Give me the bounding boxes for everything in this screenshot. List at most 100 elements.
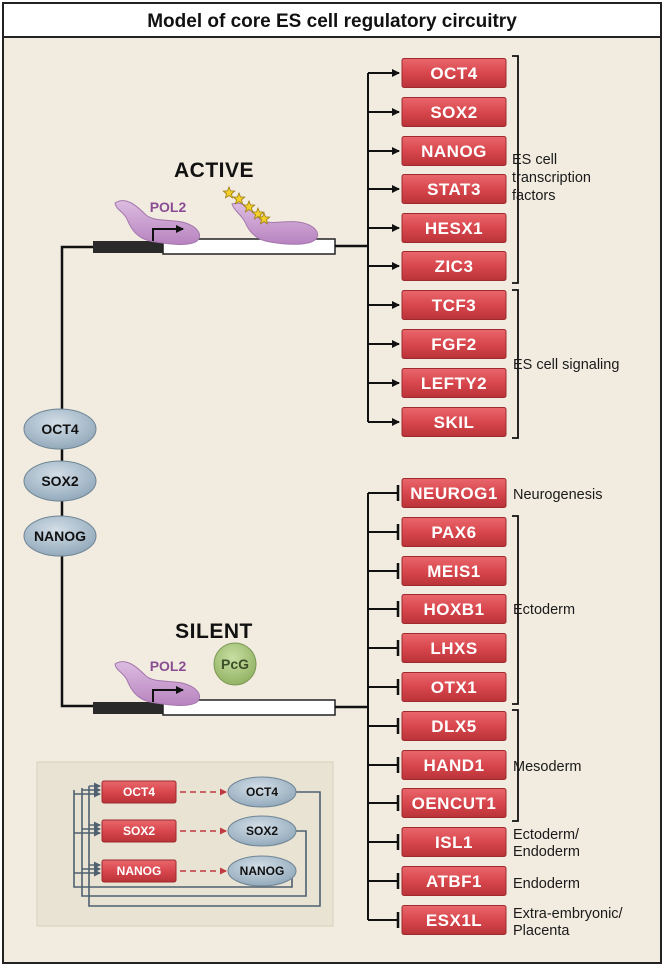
group-label-line: factors — [512, 188, 556, 204]
target-gene-stat3: STAT3 — [368, 174, 507, 204]
gene-box — [401, 329, 507, 359]
group-label-line: Ectoderm/ — [513, 827, 580, 843]
inset-gene-label: OCT4 — [123, 785, 155, 799]
phospho-star-icon — [222, 185, 236, 199]
factor-label: OCT4 — [41, 421, 79, 437]
target-gene-oct4: OCT4 — [368, 58, 507, 88]
gene-label: ESX1L — [426, 911, 482, 930]
gene-box — [401, 633, 507, 663]
gene-box — [401, 517, 507, 547]
gene-box — [401, 750, 507, 780]
group-label-line: Mesoderm — [513, 759, 582, 775]
target-gene-sox2: SOX2 — [368, 97, 507, 127]
silent-target-tree: NEUROG1PAX6MEIS1HOXB1LHXSOTX1DLX5HAND1OE… — [367, 478, 507, 935]
active-target-tree: OCT4SOX2NANOGSTAT3HESX1ZIC3TCF3FGF2LEFTY… — [367, 58, 507, 437]
silent-label: SILENT — [175, 620, 253, 643]
factor-label: NANOG — [34, 528, 86, 544]
target-gene-meis1: MEIS1 — [368, 556, 507, 586]
factor-oval — [23, 515, 97, 557]
gene-box — [401, 136, 507, 166]
silent-promoter-region — [93, 702, 163, 714]
active-pol2-shape — [114, 200, 200, 245]
pcg-label: PcG — [221, 656, 249, 672]
inset-gene-label: NANOG — [117, 864, 162, 878]
gene-box — [401, 251, 507, 281]
group-es-transcription-factors: ES cell transcription factors — [512, 152, 591, 204]
target-gene-zic3: ZIC3 — [368, 251, 507, 281]
target-gene-skil: SKIL — [368, 407, 507, 437]
inset-protein-oval — [227, 815, 297, 847]
group-label-line: Endoderm — [513, 876, 580, 892]
inset-gene-box — [101, 819, 177, 843]
group-label-line: ES cell — [512, 152, 557, 168]
gene-box — [401, 556, 507, 586]
gene-label: OENCUT1 — [412, 794, 497, 813]
feedback-wire — [88, 786, 321, 907]
factor-oval — [23, 460, 97, 502]
gene-box — [401, 174, 507, 204]
target-gene-hesx1: HESX1 — [368, 213, 507, 243]
phospho-star-icon — [251, 206, 265, 220]
target-gene-oencut1: OENCUT1 — [368, 788, 507, 818]
gene-label: HAND1 — [423, 756, 484, 775]
group-extra-embryonic: Extra-embryonic/Placenta — [513, 906, 624, 939]
gene-box — [401, 788, 507, 818]
group-label-line: transcription — [512, 170, 591, 186]
gene-label: LHXS — [430, 639, 477, 658]
gene-box — [401, 711, 507, 741]
gene-label: HOXB1 — [423, 600, 484, 619]
group-ectoderm-endoderm: Ectoderm/Endoderm — [513, 827, 580, 860]
bracket-ectoderm — [512, 515, 519, 705]
gene-box — [401, 213, 507, 243]
inset-row-oct4: OCT4 OCT4 — [101, 776, 297, 808]
target-gene-neurog1: NEUROG1 — [368, 478, 507, 508]
gene-label: TCF3 — [432, 296, 477, 315]
group-es-signaling: ES cell signaling — [513, 357, 619, 373]
gene-box — [401, 368, 507, 398]
inset-protein-label: OCT4 — [246, 785, 278, 799]
inset-protein-oval — [227, 855, 297, 887]
target-gene-dlx5: DLX5 — [368, 711, 507, 741]
silent-pol2-label: POL2 — [150, 658, 187, 674]
inset-protein-label: NANOG — [240, 864, 285, 878]
group-label-line: Placenta — [513, 923, 570, 939]
core-factor-3: NANOG — [23, 515, 97, 557]
gene-box — [401, 290, 507, 320]
group-label-line: Extra-embryonic/ — [513, 906, 624, 922]
core-factor-2: SOX2 — [23, 460, 97, 502]
gene-box — [401, 478, 507, 508]
silent-pol2-shape — [114, 661, 200, 706]
phospho-star-icon — [257, 211, 271, 225]
inset-gene-label: SOX2 — [123, 824, 155, 838]
phospho-star-icon — [242, 199, 256, 213]
gene-box — [401, 672, 507, 702]
group-mesoderm: Mesoderm — [513, 759, 582, 775]
active-promoter-region — [93, 241, 163, 253]
silent-tss-arrow — [152, 686, 184, 702]
bracket-es-transcription-factors — [512, 55, 519, 284]
target-gene-esx1l: ESX1L — [368, 905, 507, 935]
active-pol2-label: POL2 — [150, 199, 187, 215]
inset-row-nanog: NANOG NANOG — [101, 855, 297, 887]
target-gene-lhxs: LHXS — [368, 633, 507, 663]
phosphorylation-stars — [222, 185, 271, 225]
gene-label: PAX6 — [431, 523, 476, 542]
group-neurogenesis: Neurogenesis — [513, 487, 602, 503]
inset-protein-label: SOX2 — [246, 824, 278, 838]
gene-label: ATBF1 — [426, 872, 482, 891]
group-label-line: ES cell signaling — [513, 357, 619, 373]
target-gene-nanog: NANOG — [368, 136, 507, 166]
pcg-circle — [213, 642, 257, 686]
gene-label: ZIC3 — [435, 257, 474, 276]
gene-box — [401, 97, 507, 127]
target-gene-tcf3: TCF3 — [368, 290, 507, 320]
target-gene-pax6: PAX6 — [368, 517, 507, 547]
gene-label: ISL1 — [435, 833, 473, 852]
active-tss-arrow — [152, 225, 184, 241]
gene-box — [401, 827, 507, 857]
group-ectoderm: Ectoderm — [513, 602, 575, 618]
gene-box — [401, 58, 507, 88]
phospho-star-icon — [232, 191, 246, 205]
